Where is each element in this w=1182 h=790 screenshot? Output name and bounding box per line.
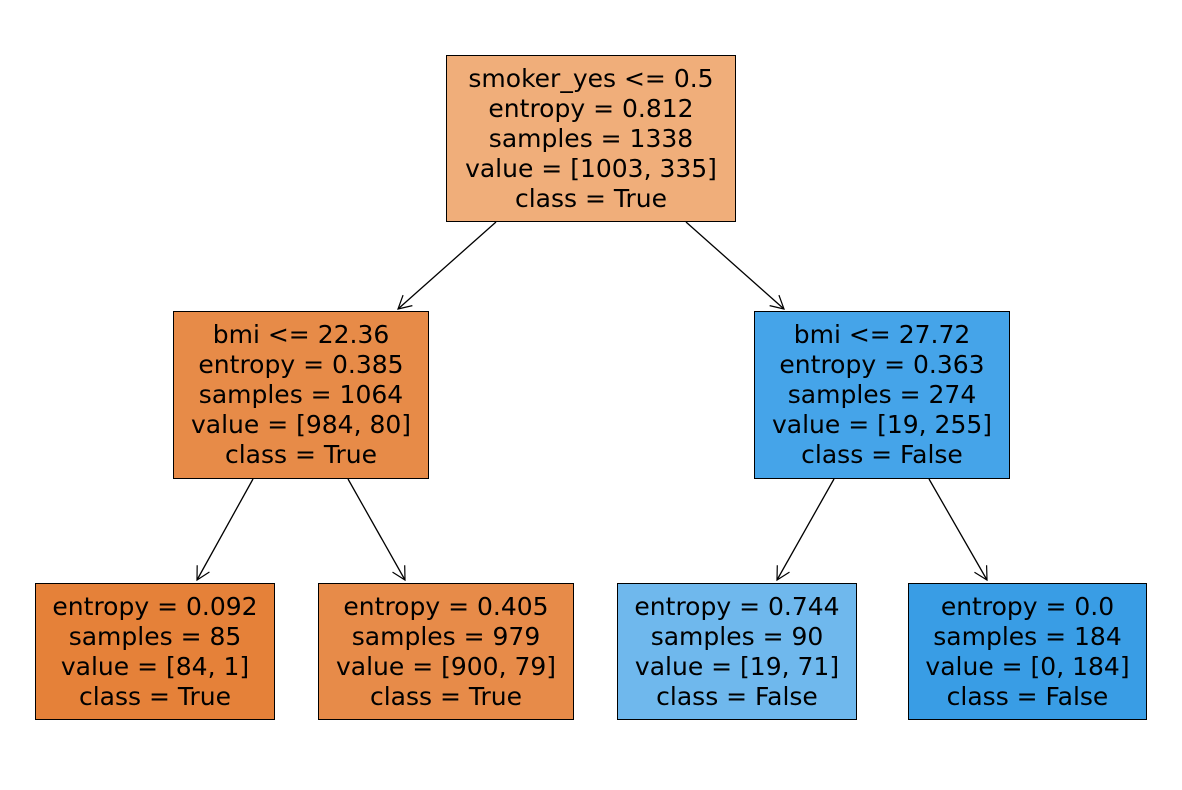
node-split-label: bmi <= 22.36 [212, 320, 390, 349]
edge-right-rightright [928, 478, 988, 582]
node-class-label: class = False [801, 440, 963, 469]
edge-left-leftleft [196, 478, 254, 582]
node-entropy-label: entropy = 0.0 [940, 591, 1115, 621]
edge-root-right [685, 221, 785, 310]
node-samples-label: samples = 274 [787, 380, 977, 409]
edge-left-leftright [347, 478, 406, 582]
tree-leaf-right-left: entropy = 0.744 samples = 90 value = [19… [617, 583, 857, 720]
tree-node-right: bmi <= 27.72 entropy = 0.363 samples = 2… [754, 311, 1010, 479]
node-entropy-label: entropy = 0.385 [198, 350, 404, 379]
node-samples-label: samples = 1338 [488, 123, 694, 153]
node-samples-label: samples = 90 [650, 621, 824, 651]
node-entropy-label: entropy = 0.092 [52, 591, 258, 621]
edge-right-rightleft [776, 478, 835, 582]
node-value-label: value = [900, 79] [335, 651, 557, 681]
node-entropy-label: entropy = 0.812 [488, 93, 694, 123]
node-class-label: class = False [946, 681, 1109, 711]
node-value-label: value = [19, 71] [634, 651, 840, 681]
node-class-label: class = True [514, 183, 667, 213]
node-samples-label: samples = 184 [933, 621, 1122, 651]
node-split-label: smoker_yes <= 0.5 [468, 63, 714, 93]
node-class-label: class = False [656, 681, 818, 711]
tree-leaf-left-left: entropy = 0.092 samples = 85 value = [84… [35, 583, 275, 720]
edge-root-left [397, 221, 497, 310]
tree-leaf-right-right: entropy = 0.0 samples = 184 value = [0, … [908, 583, 1147, 720]
node-value-label: value = [19, 255] [771, 410, 993, 439]
node-value-label: value = [84, 1] [60, 651, 250, 681]
tree-leaf-left-right: entropy = 0.405 samples = 979 value = [9… [318, 583, 574, 720]
node-class-label: class = True [224, 440, 377, 469]
node-value-label: value = [0, 184] [925, 651, 1130, 681]
node-entropy-label: entropy = 0.363 [779, 350, 985, 379]
node-samples-label: samples = 85 [68, 621, 242, 651]
node-samples-label: samples = 1064 [198, 380, 404, 409]
tree-node-root: smoker_yes <= 0.5 entropy = 0.812 sample… [446, 55, 736, 222]
node-entropy-label: entropy = 0.405 [343, 591, 549, 621]
node-entropy-label: entropy = 0.744 [634, 591, 840, 621]
node-split-label: bmi <= 27.72 [793, 320, 971, 349]
node-samples-label: samples = 979 [351, 621, 541, 651]
node-class-label: class = True [369, 681, 522, 711]
node-value-label: value = [1003, 335] [465, 153, 717, 183]
tree-node-left: bmi <= 22.36 entropy = 0.385 samples = 1… [173, 311, 429, 479]
node-class-label: class = True [78, 681, 231, 711]
node-value-label: value = [984, 80] [190, 410, 412, 439]
